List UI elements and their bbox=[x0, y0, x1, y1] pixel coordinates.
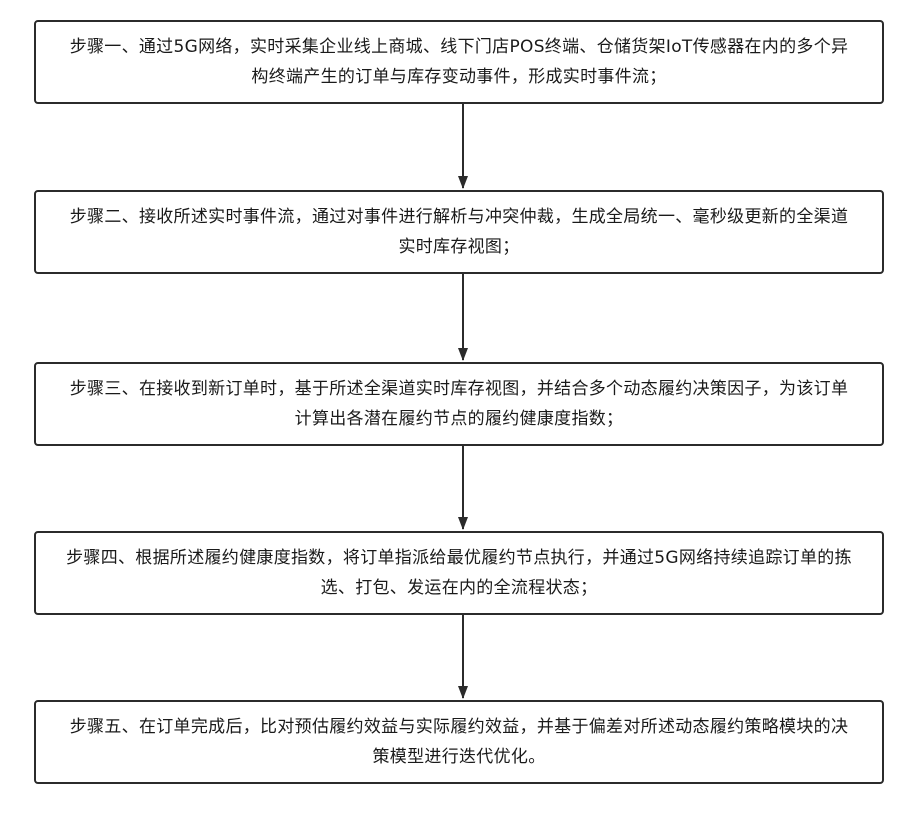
arrow-3-to-4 bbox=[458, 446, 468, 530]
arrow-1-to-2 bbox=[458, 104, 468, 189]
arrow-4-to-5 bbox=[458, 615, 468, 699]
arrow-2-to-3 bbox=[458, 274, 468, 361]
